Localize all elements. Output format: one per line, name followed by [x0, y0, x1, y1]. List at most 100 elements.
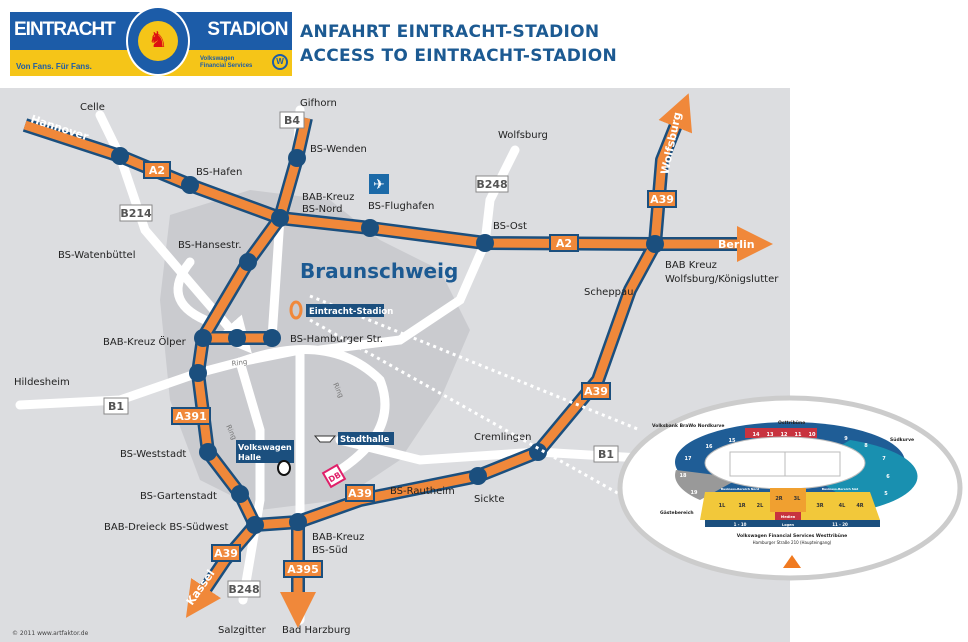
business-sued-label: Business-Bereich Süd [822, 487, 859, 491]
shield-label: B1 [108, 400, 124, 413]
junction-node [361, 219, 379, 237]
junction-node [246, 516, 264, 534]
shield-label: B248 [476, 178, 507, 191]
block-label: 2L [757, 503, 764, 509]
exit-wolfsburg-koenigslutter: Wolfsburg/Königslutter [665, 274, 779, 285]
exit-bab-kreuz-sued: BAB-Kreuz [312, 532, 364, 543]
shield-label: A395 [287, 563, 318, 576]
road-shields: A2 B4 B248 A39 A2 B214 B1 A391 A39 A39 A… [103, 111, 677, 598]
block-label: 18 [680, 473, 687, 479]
vw-halle-label-2: Halle [238, 453, 262, 462]
shield-label: A2 [149, 164, 165, 177]
page-title-de: ANFAHRT EINTRACHT-STADION [300, 22, 600, 42]
block-label: 12 [781, 432, 788, 438]
junction-node [469, 467, 487, 485]
exit-bab-dreieck: BAB-Dreieck BS-Südwest [104, 522, 229, 533]
shield-label: B248 [228, 583, 259, 596]
block-label: 11 [795, 432, 802, 438]
logen-label: Logen [782, 523, 795, 527]
stadium-label: Eintracht-Stadion [309, 307, 393, 317]
block-label: 1L [719, 503, 726, 509]
motorway-a391-a39 [193, 93, 693, 530]
exit-bs-nord: BS-Nord [302, 204, 343, 215]
block-label: 9 [844, 436, 848, 442]
exit-bs-hafen: BS-Hafen [196, 167, 242, 178]
logen-left: 1 - 10 [734, 522, 747, 527]
block-label: 16 [706, 444, 713, 450]
business-nord-label: Business-Bereich Nord [721, 487, 759, 491]
shield-label: A39 [584, 385, 608, 398]
logo-text-left: EINTRACHT [14, 19, 116, 40]
shield-a39: A39 [211, 544, 241, 562]
lion-crest-icon: ♞ [126, 6, 190, 76]
junction-node [529, 443, 547, 461]
ring-label: Ring [231, 358, 248, 368]
page-title-en: ACCESS TO EINTRACHT-STADION [300, 46, 618, 66]
place-cremlingen: Cremlingen [474, 432, 532, 443]
exit-bs-hamburger-str: BS-Hamburger Str. [290, 334, 383, 345]
block-label: 4R [856, 503, 863, 509]
motorway-a2 [23, 120, 773, 262]
block-label: 10 [809, 432, 816, 438]
copyright: © 2011 www.artfaktor.de [12, 630, 89, 637]
vw-halle-label-1: Volkswagen [238, 443, 292, 452]
junction-node [288, 149, 306, 167]
shield-a2: A2 [549, 234, 579, 252]
logen-right: 11 - 20 [832, 522, 848, 527]
place-gifhorn: Gifhorn [300, 98, 337, 109]
place-hildesheim: Hildesheim [14, 377, 70, 388]
inset-pointer-lines [309, 294, 641, 502]
block-label: 15 [729, 438, 736, 444]
stadthalle-label: Stadthalle [340, 435, 390, 445]
shield-label: A39 [650, 193, 674, 206]
shield-label: B1 [598, 448, 614, 461]
junction-node [271, 209, 289, 227]
westtribuene-label: Volkswagen Financial Services Westtribün… [737, 533, 847, 539]
stadthalle-icon [313, 435, 337, 443]
block-label: 7 [882, 456, 886, 462]
vw-halle-marker: Volkswagen Halle [236, 440, 294, 476]
junction-node [189, 364, 207, 382]
gaestebereich-label: Gästebereich [660, 510, 694, 516]
junction-node [476, 234, 494, 252]
arena-icon [277, 460, 291, 476]
shield-label: B4 [284, 114, 300, 127]
block-label: 19 [691, 490, 698, 496]
exit-bs-sued: BS-Süd [312, 545, 348, 556]
shield-b248: B248 [227, 580, 261, 598]
exit-bs-rautheim: BS-Rautheim [390, 486, 455, 497]
vw-logo-icon: W [272, 54, 288, 70]
shield-label: A39 [214, 547, 238, 560]
shield-a39: A39 [581, 382, 611, 400]
place-wolfsburg: Wolfsburg [498, 130, 548, 141]
block-label: 17 [685, 456, 692, 462]
block-label: 14 [753, 432, 760, 438]
junction-nodes [111, 147, 664, 534]
junction-node [228, 329, 246, 347]
exit-bs-ost: BS-Ost [493, 221, 527, 232]
place-salzgitter: Salzgitter [218, 625, 267, 636]
shield-label: A391 [175, 410, 206, 423]
shield-a39: A39 [345, 484, 375, 502]
exit-bs-wenden: BS-Wenden [310, 144, 367, 155]
eintracht-stadion-logo: EINTRACHT STADION Von Fans. Für Fans. Vo… [10, 6, 292, 76]
junction-node [289, 513, 307, 531]
place-sickte: Sickte [474, 494, 505, 505]
block-label: 3L [794, 496, 801, 502]
logo-slogan: Von Fans. Für Fans. [16, 62, 92, 71]
logo-text-right: STADION [207, 19, 288, 40]
block-label: 2R [775, 496, 782, 502]
exit-bs-hansestr: BS-Hansestr. [178, 240, 242, 251]
shield-label: B214 [120, 207, 152, 220]
shield-b4: B4 [279, 111, 305, 129]
block-label: 8 [864, 443, 868, 449]
block-label: 13 [767, 432, 774, 438]
block-label: 3R [816, 503, 823, 509]
junction-node [646, 235, 664, 253]
city-name: Braunschweig [300, 259, 458, 283]
suedkurve-label: Südkurve [890, 437, 914, 443]
stadium-marker: Eintracht-Stadion [289, 300, 393, 320]
exit-bab-kreuz-oelper: BAB-Kreuz Ölper [103, 335, 187, 348]
block-label: 5 [884, 491, 888, 497]
shield-label: A39 [348, 487, 372, 500]
